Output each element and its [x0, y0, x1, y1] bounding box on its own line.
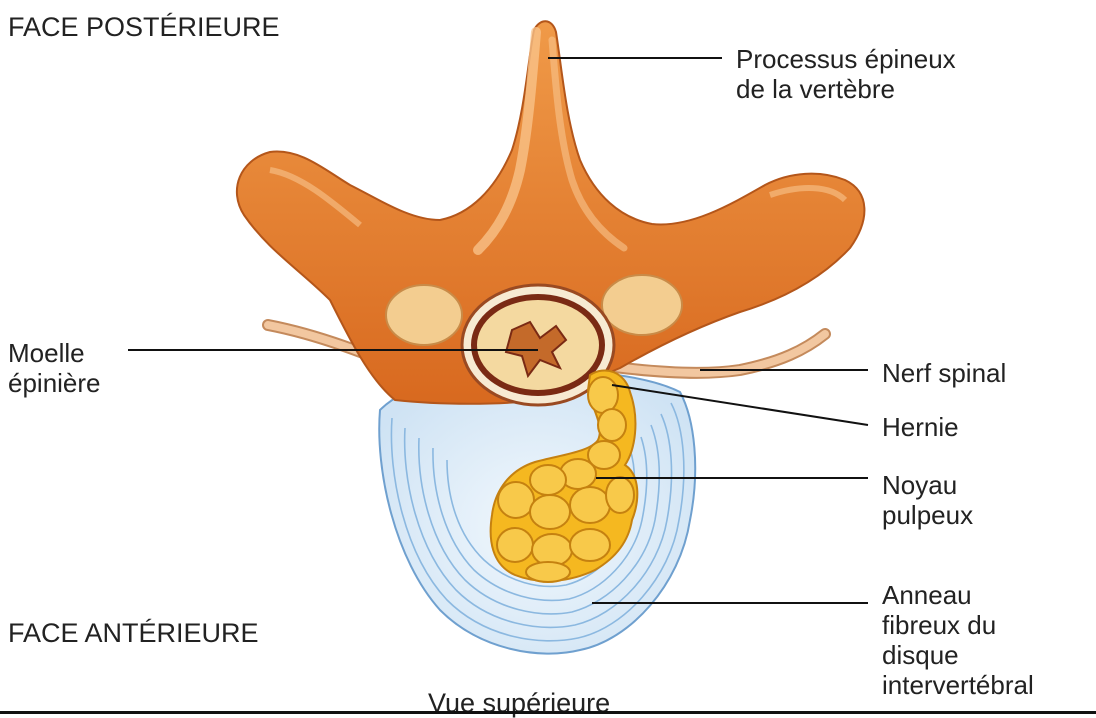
label-line: pulpeux [882, 500, 973, 530]
label-line: Nerf spinal [882, 358, 1006, 388]
label-noyau-pulpeux: Noyau pulpeux [882, 470, 973, 530]
label-line: disque [882, 640, 1034, 670]
label-nerf-spinal: Nerf spinal [882, 358, 1006, 388]
label-line: épinière [8, 368, 101, 398]
bottom-border [0, 711, 1096, 714]
label-line: Hernie [882, 412, 959, 442]
label-processus-epineux: Processus épineux de la vertèbre [736, 44, 956, 104]
anterior-face-label: FACE ANTÉRIEURE [8, 618, 259, 648]
label-line: Noyau [882, 470, 973, 500]
label-line: Processus épineux [736, 44, 956, 74]
label-anneau-fibreux: Anneau fibreux du disque intervertébral [882, 580, 1034, 700]
label-line: Anneau [882, 580, 1034, 610]
label-line: intervertébral [882, 670, 1034, 700]
label-line: fibreux du [882, 610, 1034, 640]
label-moelle-epiniere: Moelle épinière [8, 338, 101, 398]
label-hernie: Hernie [882, 412, 959, 442]
posterior-face-label: FACE POSTÉRIEURE [8, 12, 280, 42]
label-line: de la vertèbre [736, 74, 956, 104]
label-line: Moelle [8, 338, 101, 368]
